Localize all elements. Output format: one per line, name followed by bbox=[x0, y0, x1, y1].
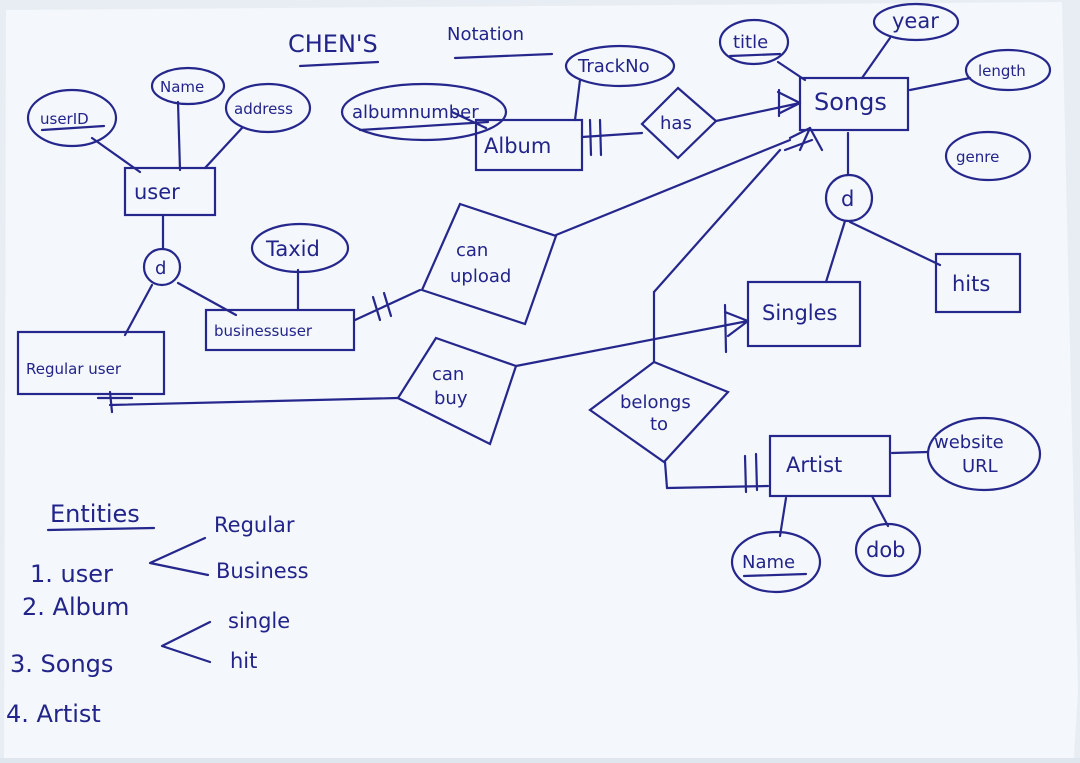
relationship-belongs-to-line1: belongs bbox=[620, 392, 691, 413]
title-underline-left bbox=[298, 60, 380, 68]
relationship-has-label: has bbox=[660, 113, 692, 134]
relationship-belongs-to-line2: to bbox=[650, 414, 668, 435]
relationship-belongs-to[interactable]: belongs to bbox=[588, 360, 730, 464]
disjoint-songs-label: d bbox=[841, 187, 854, 211]
attribute-taxid-label: Taxid bbox=[265, 237, 320, 261]
attribute-userid-label: userID bbox=[40, 110, 89, 128]
attribute-length[interactable]: length bbox=[964, 48, 1052, 92]
legend-songs-subtype-2: hit bbox=[230, 649, 257, 673]
paper bbox=[4, 2, 1078, 758]
entity-album[interactable]: Album bbox=[474, 118, 584, 172]
legend-item-1: 1. user bbox=[30, 560, 113, 588]
disjoint-user-label: d bbox=[155, 258, 166, 279]
legend-songs-subtype-1: single bbox=[228, 609, 290, 633]
attribute-albumnumber-label: albumnumber bbox=[352, 102, 479, 123]
entity-artist[interactable]: Artist bbox=[768, 434, 892, 498]
entity-regular-user-label: Regular user bbox=[26, 360, 122, 378]
entity-user[interactable]: user bbox=[123, 166, 217, 217]
attribute-title[interactable]: title bbox=[718, 18, 790, 66]
entity-artist-label: Artist bbox=[786, 453, 842, 477]
relationship-can-upload-line2: upload bbox=[450, 266, 511, 287]
legend-heading: Entities bbox=[50, 500, 140, 528]
attribute-title-label: title bbox=[733, 32, 768, 53]
entity-hits-label: hits bbox=[952, 272, 990, 296]
attribute-trackno[interactable]: TrackNo bbox=[564, 44, 676, 88]
legend-songs-bracket bbox=[160, 620, 212, 664]
entity-user-label: user bbox=[134, 180, 180, 204]
legend-user-subtype-1: Regular bbox=[214, 513, 295, 537]
disjoint-circle-songs: d bbox=[824, 173, 874, 223]
disjoint-circle-user: d bbox=[142, 247, 182, 287]
attribute-trackno-label: TrackNo bbox=[577, 56, 650, 77]
entity-regular-user[interactable]: Regular user bbox=[16, 330, 166, 396]
entity-hits[interactable]: hits bbox=[934, 252, 1022, 314]
entity-album-label: Album bbox=[484, 134, 551, 158]
legend-item-2: 2. Album bbox=[22, 593, 129, 621]
attribute-website-url[interactable]: website URL bbox=[926, 416, 1042, 492]
attribute-albumnumber[interactable]: albumnumber bbox=[340, 82, 508, 142]
attribute-dob-label: dob bbox=[866, 538, 906, 562]
entity-business-user[interactable]: businessuser bbox=[204, 308, 356, 352]
attribute-length-label: length bbox=[978, 62, 1026, 80]
attribute-year-label: year bbox=[892, 9, 939, 33]
legend-item-4: 4. Artist bbox=[6, 700, 101, 728]
attribute-dob[interactable]: dob bbox=[854, 522, 922, 578]
attribute-website-label: website bbox=[934, 432, 1004, 453]
legend-item-3: 3. Songs bbox=[10, 650, 113, 678]
attribute-userid[interactable]: userID bbox=[26, 88, 118, 148]
relationship-can-buy-line1: can bbox=[432, 364, 464, 385]
title-chens: CHEN'S bbox=[288, 30, 378, 58]
relationship-can-buy[interactable]: can buy bbox=[396, 336, 518, 446]
attribute-taxid[interactable]: Taxid bbox=[250, 222, 350, 274]
title-underline-right bbox=[453, 52, 554, 60]
attribute-user-name-label: Name bbox=[160, 78, 204, 96]
attribute-address-label: address bbox=[234, 100, 293, 118]
attribute-year[interactable]: year bbox=[872, 2, 960, 42]
legend-user-bracket bbox=[148, 536, 210, 577]
attribute-address[interactable]: address bbox=[224, 82, 312, 134]
entity-business-user-label: businessuser bbox=[214, 322, 313, 340]
attribute-artist-name-label: Name bbox=[742, 552, 795, 573]
entity-singles[interactable]: Singles bbox=[746, 280, 862, 348]
attribute-url-label: URL bbox=[962, 456, 998, 477]
attribute-genre[interactable]: genre bbox=[944, 130, 1032, 182]
entities-legend: Entities 1. user 2. Album 3. Songs 4. Ar… bbox=[6, 500, 309, 728]
attribute-artist-name[interactable]: Name bbox=[730, 530, 822, 594]
attribute-genre-label: genre bbox=[956, 148, 999, 166]
entity-songs[interactable]: Songs bbox=[798, 76, 910, 132]
title-notation: Notation bbox=[447, 24, 524, 45]
attribute-user-name[interactable]: Name bbox=[150, 66, 226, 106]
entity-songs-label: Songs bbox=[814, 88, 887, 116]
entity-singles-label: Singles bbox=[762, 301, 838, 325]
relationship-has[interactable]: has bbox=[640, 86, 718, 160]
relationship-can-upload-line1: can bbox=[456, 240, 488, 261]
relationship-can-upload[interactable]: can upload bbox=[420, 202, 558, 326]
relationship-can-buy-line2: buy bbox=[434, 388, 468, 409]
legend-user-subtype-2: Business bbox=[216, 559, 309, 583]
